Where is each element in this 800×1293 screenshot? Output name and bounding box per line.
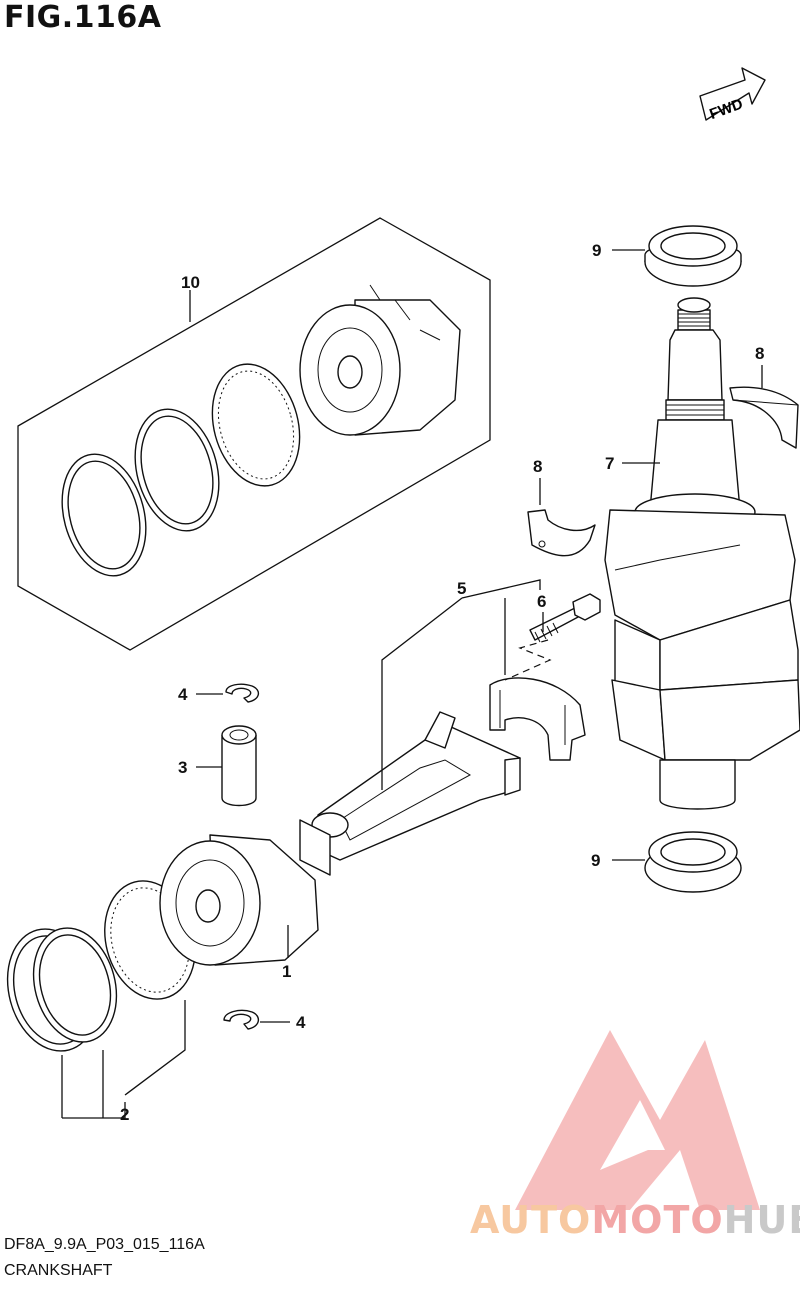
callout-10: 10: [181, 273, 200, 292]
bearing-right: [729, 386, 799, 449]
crankshaft: [604, 297, 800, 810]
bearing-left: [527, 509, 596, 557]
callout-1: 1: [282, 962, 291, 981]
oil-seal-lower: [644, 831, 742, 893]
callout-8-right: 8: [755, 344, 764, 363]
leader-lines: [61, 249, 763, 1119]
circlip-upper: [225, 683, 259, 703]
watermark-part-3: HUB: [723, 1198, 800, 1242]
kit-piston: [299, 284, 461, 436]
rod-cap: [489, 677, 586, 761]
watermark-logo: [515, 1030, 760, 1210]
callout-4-lower: 4: [296, 1013, 306, 1032]
oil-seal-upper: [644, 225, 742, 287]
callout-5: 5: [457, 579, 466, 598]
watermark-part-1: AUTO: [470, 1198, 592, 1242]
fwd-arrow-icon: FWD: [699, 67, 766, 123]
watermark-text: AUTOMOTOHUB: [470, 1198, 800, 1242]
bolt-guide: [504, 639, 552, 681]
figure-code: DF8A_9.9A_P03_015_116A: [4, 1236, 205, 1253]
figure-name: CRANKSHAFT: [4, 1262, 113, 1279]
callouts: 10 9 8 8 7 5 6 4 3 9 1 4 2: [120, 241, 764, 1124]
callout-6: 6: [537, 592, 546, 611]
callout-3: 3: [178, 758, 187, 777]
kit-ring-3: [211, 363, 301, 487]
callout-8-left: 8: [533, 457, 542, 476]
callout-2: 2: [120, 1105, 129, 1124]
watermark-part-2: MOTO: [591, 1198, 724, 1242]
ring-b: [32, 927, 118, 1043]
circlip-lower: [223, 1009, 259, 1030]
piston: [159, 834, 319, 966]
piston-kit-box: [17, 217, 491, 651]
callout-4-upper: 4: [178, 685, 188, 704]
kit-ring-1: [61, 453, 147, 577]
figure-number: FIG.116A: [4, 0, 162, 35]
kit-ring-2: [134, 408, 220, 532]
connecting-rod: [299, 711, 521, 876]
piston-pin: [221, 725, 257, 807]
callout-9-lower: 9: [591, 851, 600, 870]
callout-7: 7: [605, 454, 614, 473]
callout-9-upper: 9: [592, 241, 601, 260]
